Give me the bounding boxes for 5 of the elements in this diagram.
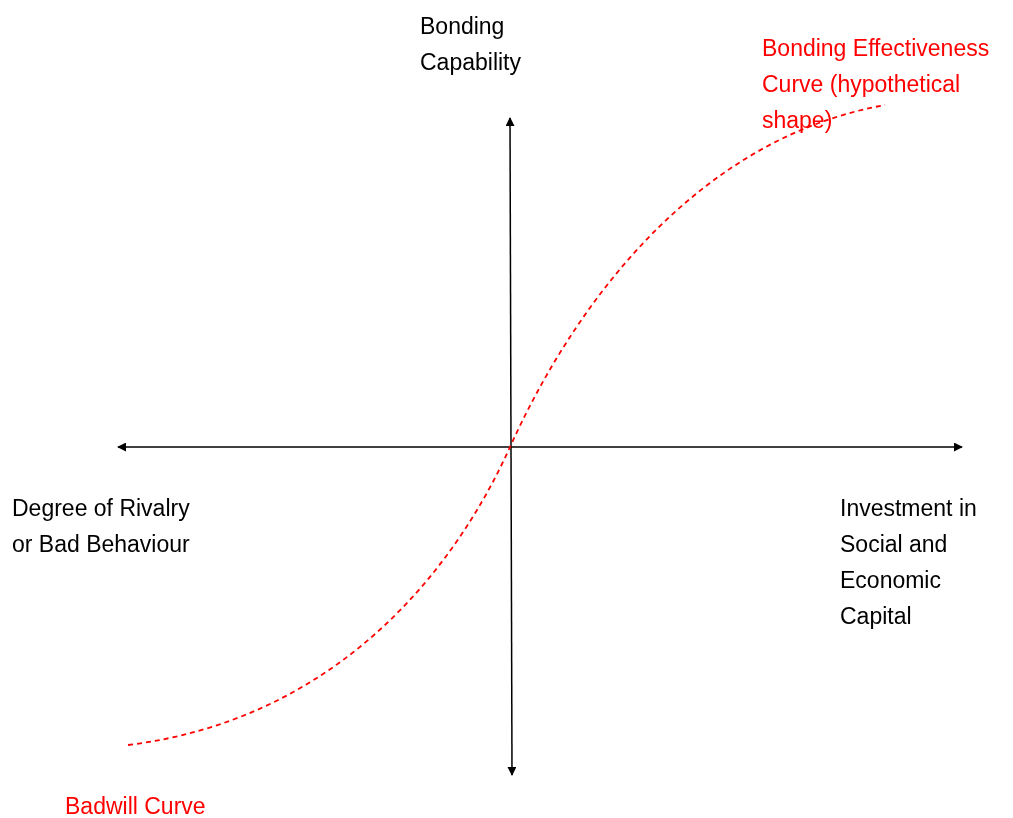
axis-label: Bonding Capability (420, 12, 522, 77)
curve-label: Bonding Effectiveness Curve (hypothetical shape) (762, 34, 991, 135)
curve-label: Badwill Curve (65, 792, 207, 818)
axis-label: Degree of Rivalry or Bad Behaviour (12, 494, 191, 559)
axis-label: Investment in Social and Economic Capital (840, 494, 978, 631)
